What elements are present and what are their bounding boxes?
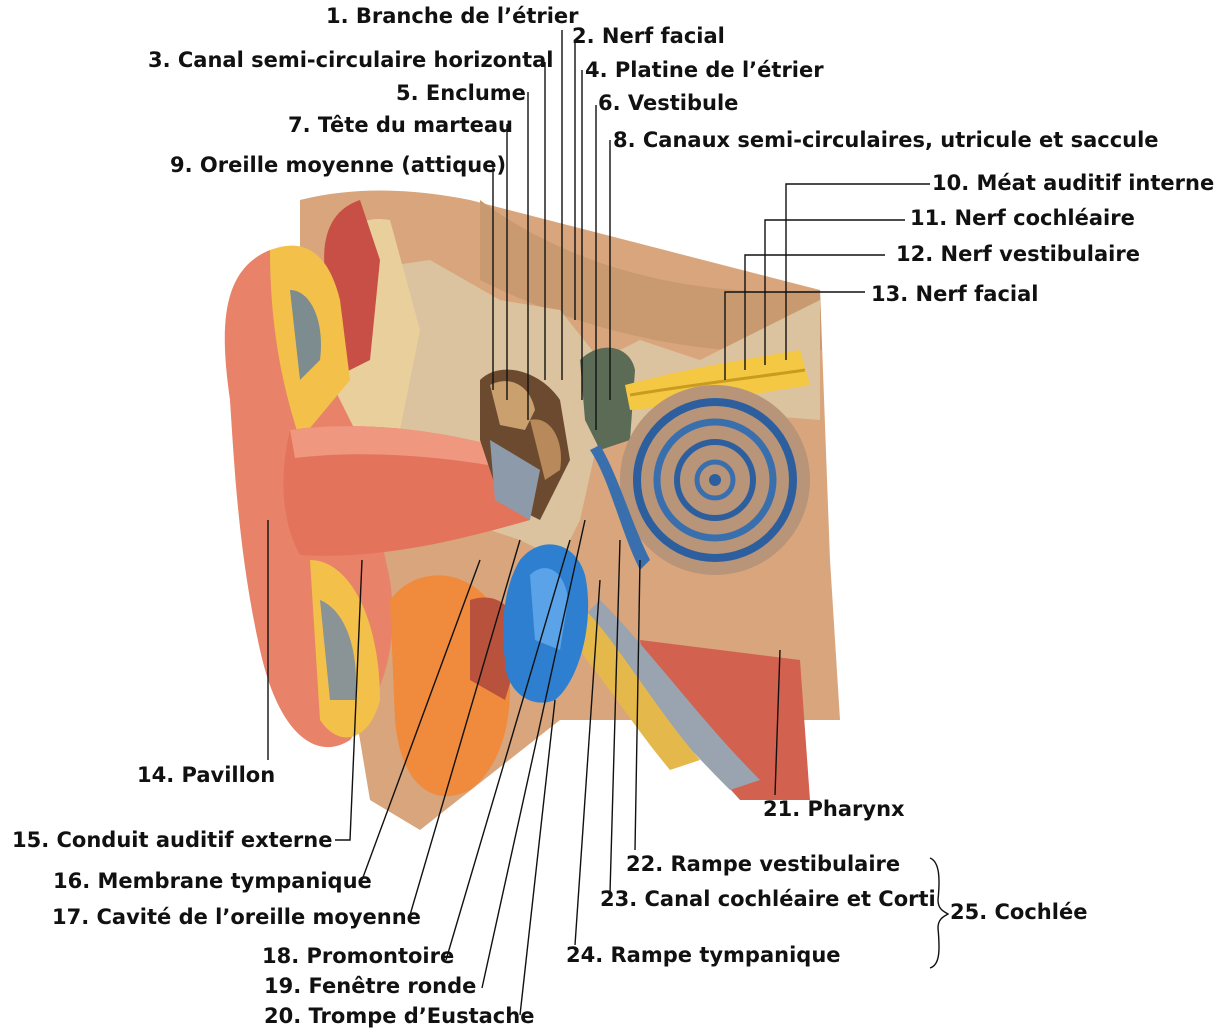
label-3-horizontal-canal: 3. Canal semi-circulaire horizontal (148, 48, 553, 72)
label-13-facial-nerve: 13. Nerf facial (871, 282, 1038, 306)
label-20-eustachian-tube: 20. Trompe d’Eustache (264, 1004, 534, 1028)
label-15-external-canal: 15. Conduit auditif externe (12, 828, 333, 852)
label-4-stapes-footplate: 4. Platine de l’étrier (585, 58, 824, 82)
label-8-semicircular-canals: 8. Canaux semi-circulaires, utricule et … (613, 128, 1159, 152)
label-19-round-window: 19. Fenêtre ronde (264, 974, 476, 998)
label-5-incus: 5. Enclume (396, 81, 526, 105)
label-12-vestibular-nerve: 12. Nerf vestibulaire (896, 242, 1140, 266)
label-18-promontory: 18. Promontoire (262, 944, 454, 968)
label-22-scala-vestibuli: 22. Rampe vestibulaire (626, 852, 900, 876)
label-6-vestibule: 6. Vestibule (598, 91, 738, 115)
label-1-stapes-branch: 1. Branche de l’étrier (326, 4, 579, 28)
label-7-malleus-head: 7. Tête du marteau (288, 113, 513, 137)
label-10-internal-meatus: 10. Méat auditif interne (932, 171, 1214, 195)
label-11-cochlear-nerve: 11. Nerf cochléaire (910, 206, 1135, 230)
cochlea-spiral (620, 385, 810, 575)
label-14-pinna: 14. Pavillon (137, 763, 275, 787)
label-9-middle-ear-attic: 9. Oreille moyenne (attique) (170, 153, 506, 177)
label-17-middle-ear-cavity: 17. Cavité de l’oreille moyenne (52, 905, 421, 929)
label-2-facial-nerve: 2. Nerf facial (572, 24, 725, 48)
label-25-cochlea: 25. Cochlée (950, 900, 1087, 924)
label-23-cochlear-duct: 23. Canal cochléaire et Corti (600, 887, 936, 911)
label-24-scala-tympani: 24. Rampe tympanique (566, 943, 841, 967)
label-21-pharynx: 21. Pharynx (763, 797, 905, 821)
label-16-tympanic-membrane: 16. Membrane tympanique (53, 869, 372, 893)
